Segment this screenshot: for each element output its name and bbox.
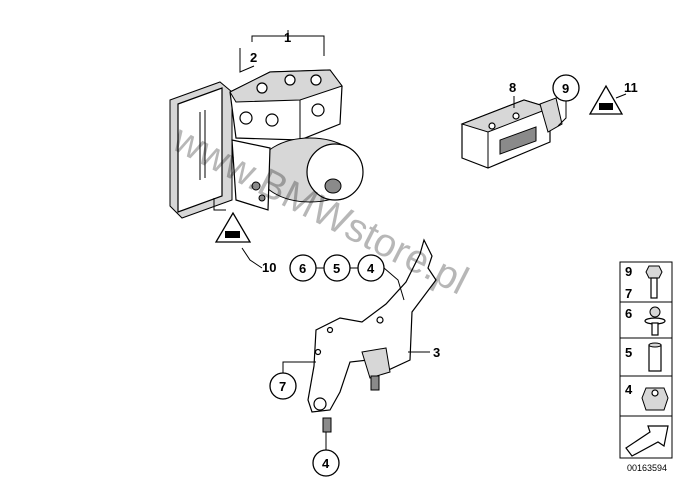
mounting-bracket[interactable] bbox=[307, 238, 437, 433]
bracket-bolt bbox=[322, 417, 332, 433]
bracket-body bbox=[307, 238, 437, 413]
bracket-tab bbox=[361, 347, 391, 379]
legend-9: 9 bbox=[625, 264, 632, 279]
legend-6: 6 bbox=[625, 306, 632, 321]
callout-4a: 4 bbox=[367, 261, 375, 276]
legend-7: 7 bbox=[625, 286, 632, 301]
arrow-icon bbox=[625, 425, 669, 457]
warning-triangle-icon bbox=[214, 211, 252, 243]
warning-triangle-icon bbox=[588, 84, 624, 115]
sensor-connector bbox=[539, 97, 563, 133]
pump-motor-end bbox=[306, 143, 364, 201]
hardware-legend: 9 7 6 5 4 bbox=[619, 261, 673, 459]
abs-hydraulic-unit[interactable] bbox=[169, 69, 364, 219]
bolt-icon bbox=[645, 265, 663, 299]
spacer-sleeve-icon bbox=[648, 342, 662, 372]
callout-8: 8 bbox=[509, 80, 516, 95]
lower-housing bbox=[231, 139, 271, 211]
callout-5: 5 bbox=[333, 261, 340, 276]
callout-7: 7 bbox=[279, 379, 286, 394]
warning-label-10 bbox=[214, 211, 252, 243]
legend-4: 4 bbox=[625, 382, 633, 397]
callout-1: 1 bbox=[284, 30, 291, 45]
bracket-bolt bbox=[370, 375, 380, 391]
nut-icon bbox=[641, 387, 669, 411]
callout-3: 3 bbox=[433, 345, 440, 360]
warning-label-11 bbox=[588, 84, 624, 115]
yaw-rate-sensor[interactable] bbox=[460, 97, 563, 169]
callout-10: 10 bbox=[262, 260, 276, 275]
callout-11: 11 bbox=[624, 80, 638, 95]
callout-2: 2 bbox=[250, 50, 257, 65]
callout-9: 9 bbox=[562, 81, 569, 96]
callout-6: 6 bbox=[299, 261, 306, 276]
diagram-id: 00163594 bbox=[627, 463, 667, 473]
callout-4b: 4 bbox=[322, 456, 330, 471]
legend-5: 5 bbox=[625, 345, 632, 360]
screw-washer-icon bbox=[644, 306, 666, 336]
